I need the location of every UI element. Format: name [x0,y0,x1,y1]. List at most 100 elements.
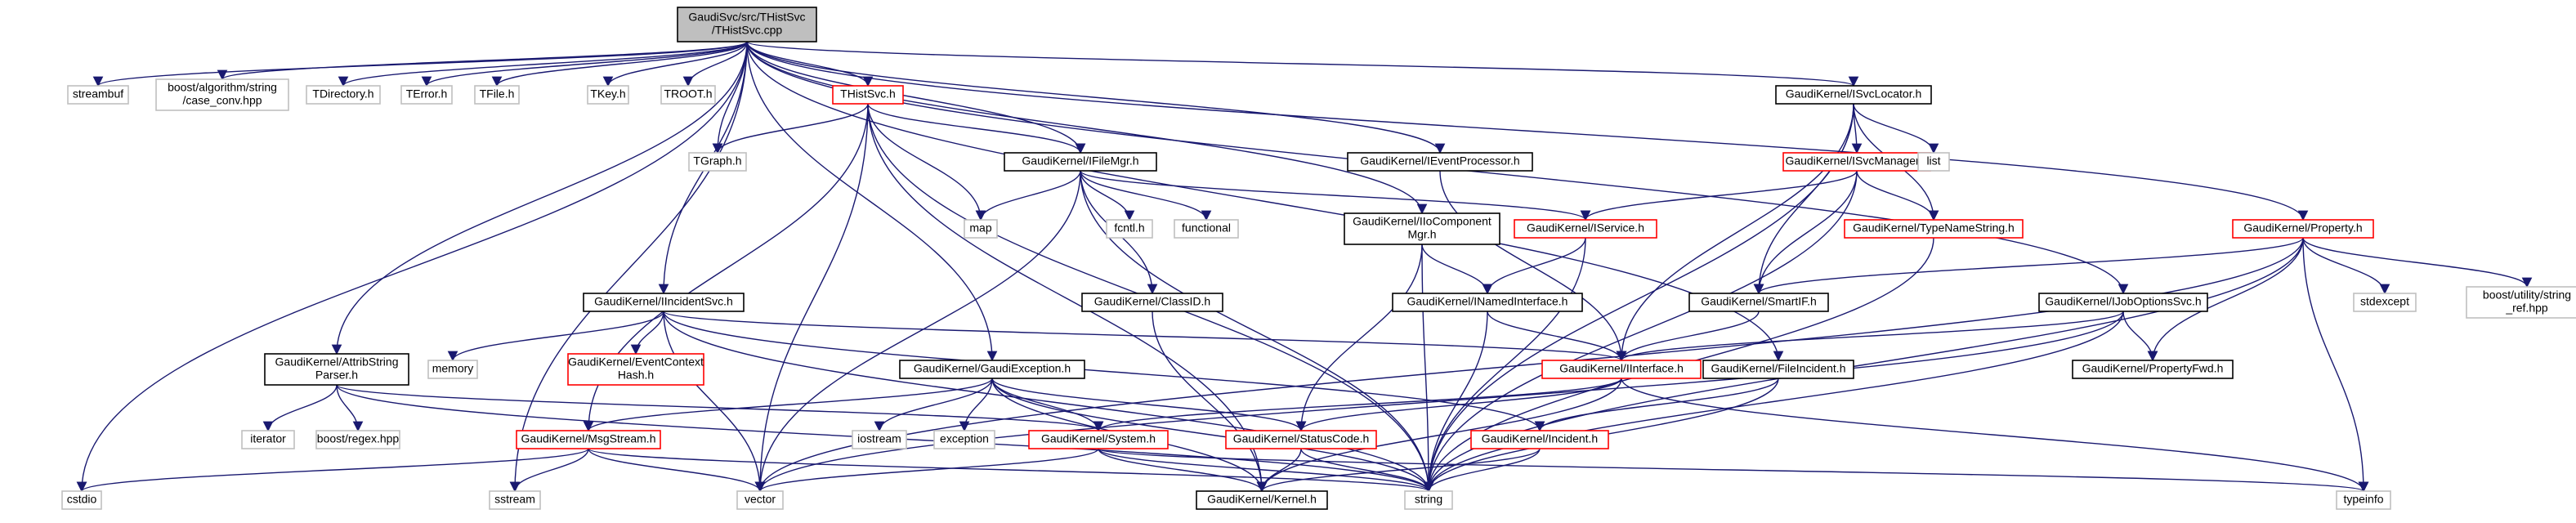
node-inamed[interactable]: GaudiKernel/INamedInterface.h [1392,293,1583,312]
node-label-fcntl-0: fcntl.h [1114,221,1144,235]
node-box-evctxhash [567,353,704,386]
node-tkey: TKey.h [587,85,629,105]
node-label-memory-0: memory [432,362,474,375]
edge-root-to-ifilemgr [746,41,1086,154]
node-cstdio: cstdio [61,490,102,510]
edge-ieventproc-to-iinterface [1439,170,1627,362]
node-label-stdexcept-0: stdexcept [2360,295,2409,308]
node-box-msgstream [516,430,661,449]
edge-root-to-tgraph [712,41,748,154]
edge-iincident-to-evctxhash [630,311,664,355]
node-box-isvcloc [1775,85,1932,105]
node-ijobopt[interactable]: GaudiKernel/IJobOptionsSvc.h [2038,293,2208,312]
edge-system-to-typeinfo [1098,448,2368,493]
node-box-string [1404,490,1453,510]
edge-incident-to-kernel [1256,448,1541,493]
edge-root-to-tdirectory [338,41,748,87]
node-label-stringref-0: boost/utility/string [2483,288,2571,302]
edge-system-to-vector [754,448,1099,493]
node-stdexcept: stdexcept [2353,293,2417,312]
node-list: list [1917,152,1950,172]
edge-gaudiexc-to-system [991,378,1104,432]
node-iservice[interactable]: GaudiKernel/IService.h [1514,219,1657,239]
node-label-stringref-1: _ref.hpp [2505,302,2548,315]
edge-attrib-to-iterator [262,384,338,432]
edge-root-to-property [746,41,2309,221]
node-label-iservice-0: GaudiKernel/IService.h [1527,221,1644,235]
node-ifilemgr[interactable]: GaudiKernel/IFileMgr.h [1004,152,1157,172]
node-label-ieventproc-0: GaudiKernel/IEventProcessor.h [1360,154,1519,168]
node-label-iterator-0: iterator [250,432,286,445]
node-label-vector-0: vector [745,493,776,506]
node-label-fileinc-0: GaudiKernel/FileIncident.h [1711,362,1846,375]
node-msgstream[interactable]: GaudiKernel/MsgStream.h [516,430,661,449]
edge-isvcloc-to-string [1423,103,1854,493]
node-gaudiexc[interactable]: GaudiKernel/GaudiException.h [899,360,1085,379]
edge-system-to-string [1098,448,1434,493]
node-tfile: TFile.h [474,85,520,105]
node-box-map [964,219,998,239]
edge-root-to-attrib [331,41,748,355]
node-box-ijobopt [2038,293,2208,312]
node-box-fcntl [1106,219,1153,239]
node-stringref: boost/utility/string_ref.hpp [2466,286,2576,319]
node-tdirectory: TDirectory.h [306,85,381,105]
node-box-tfile [474,85,520,105]
node-box-troot [660,85,716,105]
edge-root-to-iocomp [746,41,1428,215]
node-root[interactable]: GaudiSvc/src/THistSvc/THistSvc.cpp [677,7,817,42]
edge-gaudiexc-to-exception [959,378,993,432]
node-label-typeinfo-0: typeinfo [2343,493,2383,506]
edges-layer [76,41,2533,493]
edge-property-to-typeinfo [2302,237,2369,493]
edge-root-to-sstream [509,41,748,493]
edge-isvcmgr-to-string [1423,170,1858,493]
node-ieventproc[interactable]: GaudiKernel/IEventProcessor.h [1347,152,1533,172]
node-casecon: boost/algorithm/string/case_conv.hpp [155,78,289,111]
edge-root-to-casecon [217,41,748,81]
node-box-classid [1081,293,1223,312]
edge-thistsvch-to-vector [754,103,869,493]
node-box-typename [1844,219,2024,239]
edge-msgstream-to-vector [588,448,766,493]
node-label-casecon-1: /case_conv.hpp [182,94,262,107]
node-statuscode[interactable]: GaudiKernel/StatusCode.h [1225,430,1377,449]
node-box-stringref [2466,286,2576,319]
edge-property-to-stringref [2302,237,2533,288]
node-smartif[interactable]: GaudiKernel/SmartIF.h [1688,293,1829,312]
node-system[interactable]: GaudiKernel/System.h [1028,430,1169,449]
edge-ifilemgr-to-iservice [1080,170,1591,221]
edge-iservice-to-string [1423,237,1586,493]
edge-ifilemgr-to-fcntl [1080,170,1135,221]
node-isvcloc[interactable]: GaudiKernel/ISvcLocator.h [1775,85,1932,105]
node-incident[interactable]: GaudiKernel/Incident.h [1470,430,1609,449]
node-box-sstream [489,490,541,510]
node-propfwd[interactable]: GaudiKernel/PropertyFwd.h [2072,360,2234,379]
edge-attrib-to-system [336,384,1103,432]
node-label-evctxhash-0: GaudiKernel/EventContext [568,355,704,369]
node-streambuf: streambuf [67,85,129,105]
node-kernel[interactable]: GaudiKernel/Kernel.h [1196,490,1328,510]
node-box-incident [1470,430,1609,449]
edge-thistsvch-to-kernel [867,103,1268,493]
node-iincident[interactable]: GaudiKernel/IIncidentSvc.h [583,293,745,312]
node-box-ieventproc [1347,152,1533,172]
edge-smartif-to-iinterface [1616,311,1760,362]
edge-iincident-to-iinterface [663,311,1626,362]
edge-iincident-to-string [663,311,1434,493]
node-box-list [1917,152,1950,172]
node-property[interactable]: GaudiKernel/Property.h [2232,219,2374,239]
node-thistsvch[interactable]: THistSvc.h [832,85,904,105]
edge-iinterface-to-system [1093,378,1622,432]
node-typename[interactable]: GaudiKernel/TypeNameString.h [1844,219,2024,239]
node-label-iincident-0: GaudiKernel/IIncidentSvc.h [594,295,733,308]
node-box-tdirectory [306,85,381,105]
node-functional: functional [1174,219,1239,239]
node-fileinc[interactable]: GaudiKernel/FileIncident.h [1702,360,1854,379]
node-classid[interactable]: GaudiKernel/ClassID.h [1081,293,1223,312]
node-isvcmgr[interactable]: GaudiKernel/ISvcManager.h [1782,152,1931,172]
node-iinterface[interactable]: GaudiKernel/IInterface.h [1541,360,1702,379]
